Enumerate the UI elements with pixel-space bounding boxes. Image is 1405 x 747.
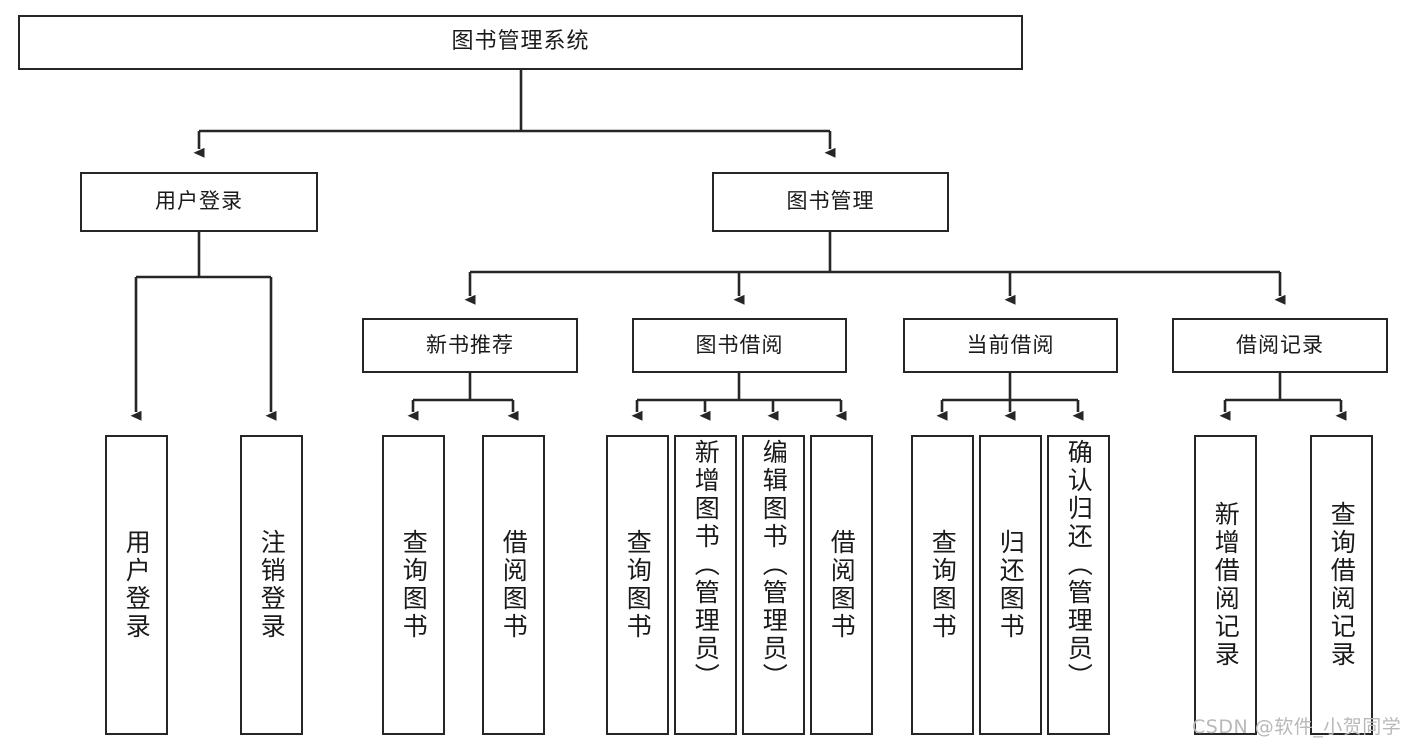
node-new-book-recommend[interactable]: 新书推荐 — [362, 318, 578, 373]
watermark-csdn: CSDN @软件_小贺同学 — [1192, 716, 1402, 738]
leaf-user-logout[interactable]: 注销登录 — [240, 435, 303, 735]
leaf-borrow-book-new-recommend[interactable]: 借阅图书 — [482, 435, 545, 735]
leaf-user-login[interactable]: 用户登录 — [105, 435, 168, 735]
node-current-borrow[interactable]: 当前借阅 — [903, 318, 1118, 373]
node-root-system[interactable]: 图书管理系统 — [18, 15, 1023, 70]
leaf-add-borrow-record[interactable]: 新增借阅记录 — [1194, 435, 1257, 735]
node-user-login[interactable]: 用户登录 — [80, 172, 318, 232]
leaf-query-book-new-recommend[interactable]: 查询图书 — [382, 435, 445, 735]
node-book-borrow[interactable]: 图书借阅 — [632, 318, 847, 373]
node-book-management[interactable]: 图书管理 — [712, 172, 949, 232]
leaf-add-book-admin[interactable]: 新增图书（管理员） — [674, 435, 737, 735]
leaf-query-book-borrow[interactable]: 查询图书 — [606, 435, 669, 735]
node-borrow-record[interactable]: 借阅记录 — [1172, 318, 1388, 373]
leaf-query-book-current[interactable]: 查询图书 — [911, 435, 974, 735]
leaf-confirm-return-admin[interactable]: 确认归还（管理员） — [1047, 435, 1110, 735]
leaf-query-borrow-record[interactable]: 查询借阅记录 — [1310, 435, 1373, 735]
leaf-edit-book-admin[interactable]: 编辑图书（管理员） — [742, 435, 805, 735]
leaf-return-book[interactable]: 归还图书 — [979, 435, 1042, 735]
leaf-borrow-book-borrow[interactable]: 借阅图书 — [810, 435, 873, 735]
